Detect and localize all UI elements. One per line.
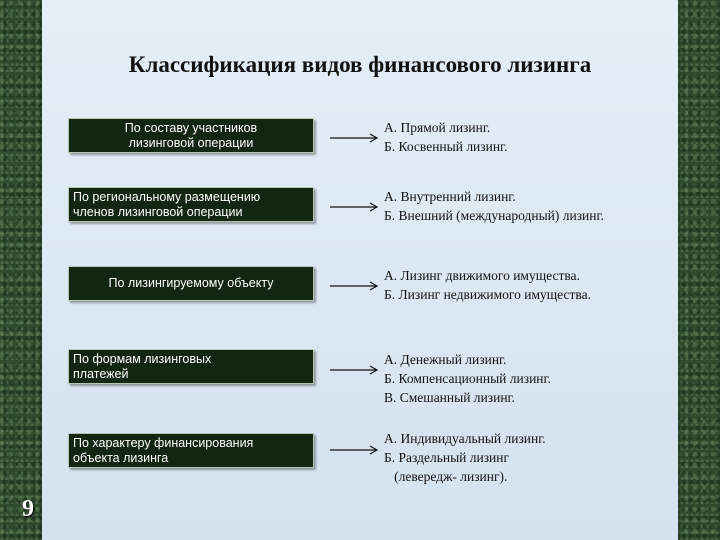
slide-title: Классификация видов финансового лизинга xyxy=(128,52,592,77)
arrow-right-icon xyxy=(330,365,379,375)
type-item: А. Денежный лизинг. xyxy=(384,352,507,367)
type-item: В. Смешанный лизинг. xyxy=(384,390,515,405)
type-item: Б. Лизинг недвижимого имущества. xyxy=(384,287,591,302)
criterion-box: По характеру финансирования объекта лизи… xyxy=(68,433,314,468)
type-item: Б. Косвенный лизинг. xyxy=(384,139,508,154)
criterion-box: По региональному размещению членов лизин… xyxy=(68,187,314,222)
slide-panel: Классификация видов финансового лизинга … xyxy=(42,0,678,540)
criterion-label: По региональному размещению членов лизин… xyxy=(73,189,261,219)
criterion-box: По составу участников лизинговой операци… xyxy=(68,118,314,153)
type-item: (левередж- лизинг). xyxy=(384,469,508,484)
criterion-box: По формам лизинговых платежей xyxy=(68,349,314,384)
criterion-box: По лизингируемому объекту xyxy=(68,266,314,301)
criterion-label: По характеру финансирования объекта лизи… xyxy=(73,435,254,465)
type-list: А. Внутренний лизинг. Б. Внешний (междун… xyxy=(384,187,674,225)
criterion-label: По формам лизинговых платежей xyxy=(73,351,212,381)
type-item: А. Лизинг движимого имущества. xyxy=(384,268,580,283)
arrow-right-icon xyxy=(330,445,379,455)
type-item: А. Индивидуальный лизинг. xyxy=(384,431,546,446)
type-list: А. Индивидуальный лизинг. Б. Раздельный … xyxy=(384,429,674,486)
type-item: А. Прямой лизинг. xyxy=(384,120,491,135)
arrow-right-icon xyxy=(330,202,379,212)
type-item: А. Внутренний лизинг. xyxy=(384,189,516,204)
type-item: Б. Раздельный лизинг xyxy=(384,450,510,465)
page-number: 9 xyxy=(22,496,34,522)
type-list: А. Прямой лизинг. Б. Косвенный лизинг. xyxy=(384,118,674,156)
criterion-label: По лизингируемому объекту xyxy=(108,276,274,290)
arrow-right-icon xyxy=(330,281,379,291)
type-item: Б. Компенсационный лизинг. xyxy=(384,371,551,386)
type-list: А. Лизинг движимого имущества. Б. Лизинг… xyxy=(384,266,674,304)
criterion-label: По составу участников лизинговой операци… xyxy=(124,120,258,150)
type-list: А. Денежный лизинг. Б. Компенсационный л… xyxy=(384,350,674,407)
type-item: Б. Внешний (международный) лизинг. xyxy=(384,208,604,223)
arrow-right-icon xyxy=(330,133,379,143)
